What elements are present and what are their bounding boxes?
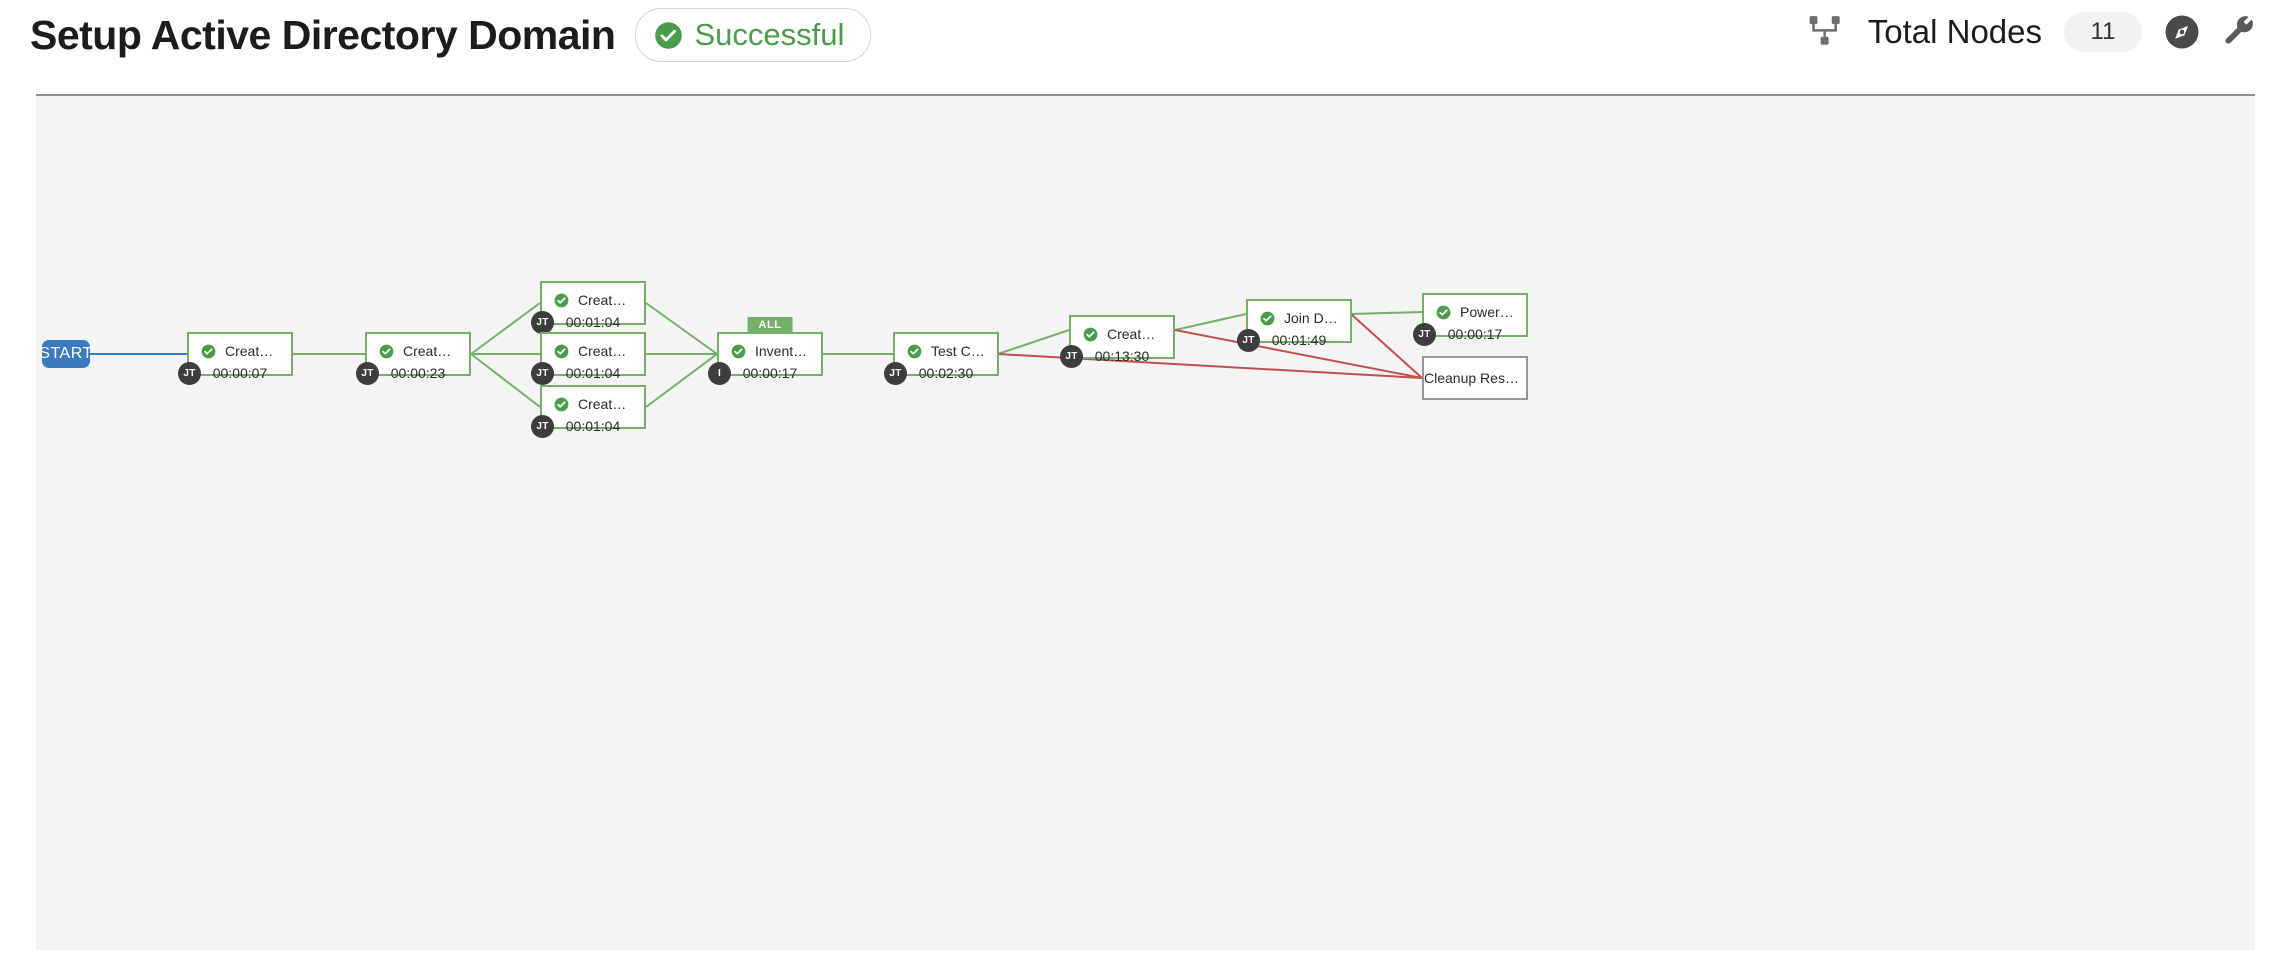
check-circle-icon <box>379 344 394 358</box>
node-elapsed-time: 00:01:04 <box>565 418 621 434</box>
node-title-row: PowerShell Validation <box>1424 295 1526 320</box>
edge-create-computer-2-to-inventory-sync <box>645 353 718 408</box>
node-title-row: Create Domain Contr… <box>542 283 644 308</box>
node-title: Join Domain <box>1284 310 1338 326</box>
status-badge: Successful <box>635 8 872 62</box>
edge-create-vpc-to-create-computer-2 <box>470 353 541 408</box>
wrench-icon[interactable] <box>2222 14 2258 50</box>
node-title-row: Join Domain <box>1248 301 1350 326</box>
node-credential-badge[interactable]: JT <box>531 362 554 385</box>
node-create-domain-controller[interactable]: Create Domain Contr… 00:01:04 JT <box>531 281 646 334</box>
node-title: Create Domain Contr… <box>578 292 632 308</box>
node-elapsed-time: 00:13:30 <box>1094 348 1150 364</box>
node-title-row: Test Connectivity <box>895 334 997 359</box>
header-divider <box>36 94 2255 96</box>
edge-join-domain-to-cleanup-resources <box>1350 313 1423 379</box>
edge-create-domain-to-join-domain <box>1174 313 1247 331</box>
node-title: Create Computer (1) <box>578 343 632 359</box>
node-title: Create Keypair <box>225 343 279 359</box>
node-elapsed-time: 00:00:17 <box>742 365 798 381</box>
page-title: Setup Active Directory Domain <box>30 11 616 58</box>
start-node[interactable]: START <box>39 340 93 368</box>
node-cleanup-resources[interactable]: Cleanup Resources <box>1422 356 1528 400</box>
check-circle-icon <box>554 344 569 358</box>
node-credential-badge[interactable]: JT <box>178 362 201 385</box>
node-title: PowerShell Validation <box>1460 304 1514 320</box>
check-circle-icon <box>1260 311 1275 325</box>
check-circle-icon <box>731 344 746 358</box>
node-credential-badge[interactable]: JT <box>884 362 907 385</box>
node-inventory-sync[interactable]: ALL Inventory Sync 00:00:17 I <box>708 317 823 385</box>
node-title-row: Create Keypair <box>189 334 291 359</box>
node-title-row: Create Computer (1) <box>542 334 644 359</box>
node-title: Inventory Sync <box>755 343 809 359</box>
node-title-row: Cleanup Resources <box>1424 358 1526 398</box>
node-elapsed-time: 00:01:04 <box>565 314 621 330</box>
start-node-label: START <box>39 345 93 362</box>
workflow-edges <box>90 302 1423 408</box>
edge-join-domain-to-powershell-validation <box>1350 311 1423 315</box>
node-title: Create VPC <box>403 343 457 359</box>
check-circle-icon <box>655 21 683 49</box>
node-convergence-tab: ALL <box>747 317 793 333</box>
compass-icon[interactable] <box>2164 14 2200 50</box>
check-circle-icon <box>1436 305 1451 319</box>
node-elapsed-time: 00:00:07 <box>212 365 268 381</box>
check-circle-icon <box>201 344 216 358</box>
node-title-row: Create Domain <box>1071 317 1173 342</box>
node-title-row: Inventory Sync <box>719 334 821 359</box>
node-credential-badge[interactable]: JT <box>1237 329 1260 352</box>
node-create-vpc[interactable]: Create VPC 00:00:23 JT <box>356 332 471 385</box>
total-nodes-label: Total Nodes <box>1867 13 2042 50</box>
node-title: Create Domain <box>1107 326 1161 342</box>
node-inventory-badge[interactable]: I <box>708 362 731 385</box>
node-powershell-validation[interactable]: PowerShell Validation 00:00:17 JT <box>1413 293 1528 346</box>
workflow-canvas[interactable]: START Create Keypair 00:00:07 JT Create <box>36 96 2255 950</box>
check-circle-icon <box>1083 327 1098 341</box>
header-left-group: Setup Active Directory Domain Successful <box>30 8 872 62</box>
node-credential-badge[interactable]: JT <box>1413 323 1436 346</box>
edge-test-connectivity-to-create-domain <box>997 329 1070 355</box>
node-elapsed-time: 00:01:49 <box>1271 332 1327 348</box>
edge-create-domain-controller-to-inventory-sync <box>645 302 718 355</box>
node-credential-badge[interactable]: JT <box>1060 345 1083 368</box>
node-title: Create Computer (2) <box>578 396 632 412</box>
node-credential-badge[interactable]: JT <box>531 311 554 334</box>
node-title-row: Create VPC <box>367 334 469 359</box>
sitemap-icon[interactable] <box>1808 13 1846 51</box>
node-elapsed-time: 00:00:23 <box>390 365 446 381</box>
node-join-domain[interactable]: Join Domain 00:01:49 JT <box>1237 299 1352 352</box>
node-elapsed-time: 00:00:17 <box>1447 326 1503 342</box>
node-title-row: Create Computer (2) <box>542 387 644 412</box>
node-create-computer-2[interactable]: Create Computer (2) 00:01:04 JT <box>531 385 646 438</box>
status-badge-label: Successful <box>694 17 845 52</box>
node-create-computer-1[interactable]: Create Computer (1) 00:01:04 JT <box>531 332 646 385</box>
node-credential-badge[interactable]: JT <box>356 362 379 385</box>
edge-create-domain-to-cleanup-resources <box>1174 329 1423 379</box>
check-circle-icon <box>554 293 569 307</box>
header-right-group: Total Nodes 11 <box>1808 12 2258 52</box>
node-test-connectivity[interactable]: Test Connectivity 00:02:30 JT <box>884 332 999 385</box>
node-elapsed-time: 00:02:30 <box>918 365 974 381</box>
node-create-keypair[interactable]: Create Keypair 00:00:07 JT <box>178 332 293 385</box>
node-elapsed-time: 00:01:04 <box>565 365 621 381</box>
node-create-domain[interactable]: Create Domain 00:13:30 JT <box>1060 315 1175 368</box>
total-nodes-count-badge: 11 <box>2064 12 2142 52</box>
page-header: Setup Active Directory Domain Successful… <box>0 0 2290 96</box>
node-title: Test Connectivity <box>931 343 985 359</box>
check-circle-icon <box>554 397 569 411</box>
check-circle-icon <box>907 344 922 358</box>
node-title: Cleanup Resources <box>1424 370 1526 386</box>
node-credential-badge[interactable]: JT <box>531 415 554 438</box>
edge-create-vpc-to-create-domain-controller <box>470 302 541 355</box>
